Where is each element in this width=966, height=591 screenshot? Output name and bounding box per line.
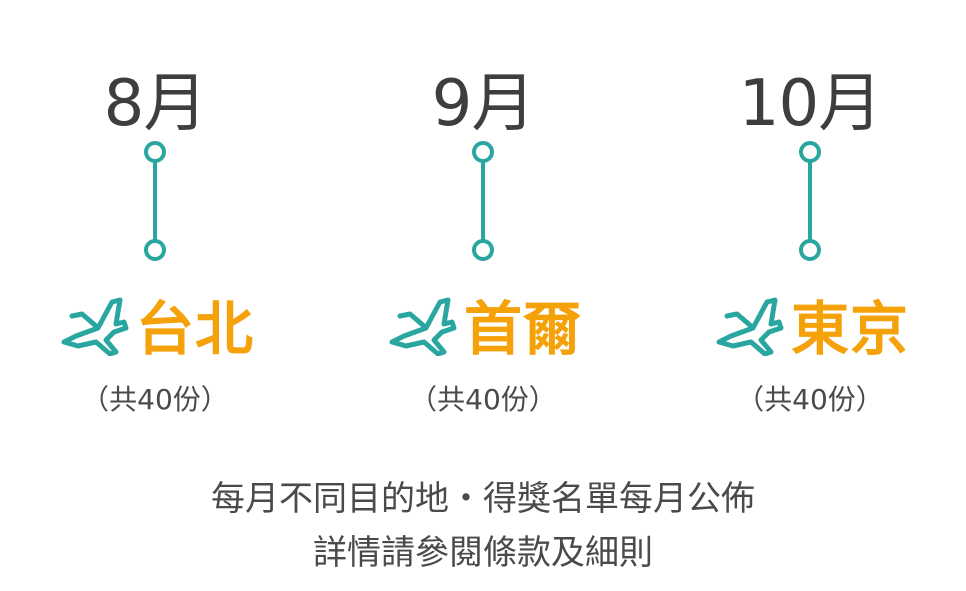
destination-city: 台北 — [135, 295, 254, 363]
airplane-icon — [716, 297, 784, 356]
month-label: 10月 — [738, 67, 882, 141]
airplane-icon — [61, 297, 129, 356]
footer-note: 每月不同目的地・得獎名單每月公佈 詳情請參閱條款及細則 — [0, 472, 966, 580]
month-label: 8月 — [103, 67, 208, 141]
prize-count: （共40份） — [81, 383, 229, 416]
timeline-connector-icon — [144, 141, 166, 261]
timeline-connector-icon — [799, 141, 821, 261]
month-column-august: 8月 台北 （共40份） — [35, 0, 275, 430]
footer-line-1: 每月不同目的地・得獎名單每月公佈 — [211, 479, 755, 519]
destination-city: 首爾 — [463, 295, 582, 363]
destination: 東京 — [690, 282, 930, 366]
footer-line-2: 詳情請參閱條款及細則 — [313, 533, 653, 573]
month-column-october: 10月 東京 （共40份） — [690, 0, 930, 430]
prize-count: （共40份） — [409, 383, 557, 416]
destination-city: 東京 — [790, 295, 909, 363]
month-column-september: 9月 首爾 （共40份） — [363, 0, 603, 430]
month-label: 9月 — [431, 67, 536, 141]
prize-count: （共40份） — [736, 383, 884, 416]
airplane-icon — [389, 297, 457, 356]
timeline-connector-icon — [472, 141, 494, 261]
destination: 台北 — [35, 282, 275, 366]
destination: 首爾 — [363, 282, 603, 366]
